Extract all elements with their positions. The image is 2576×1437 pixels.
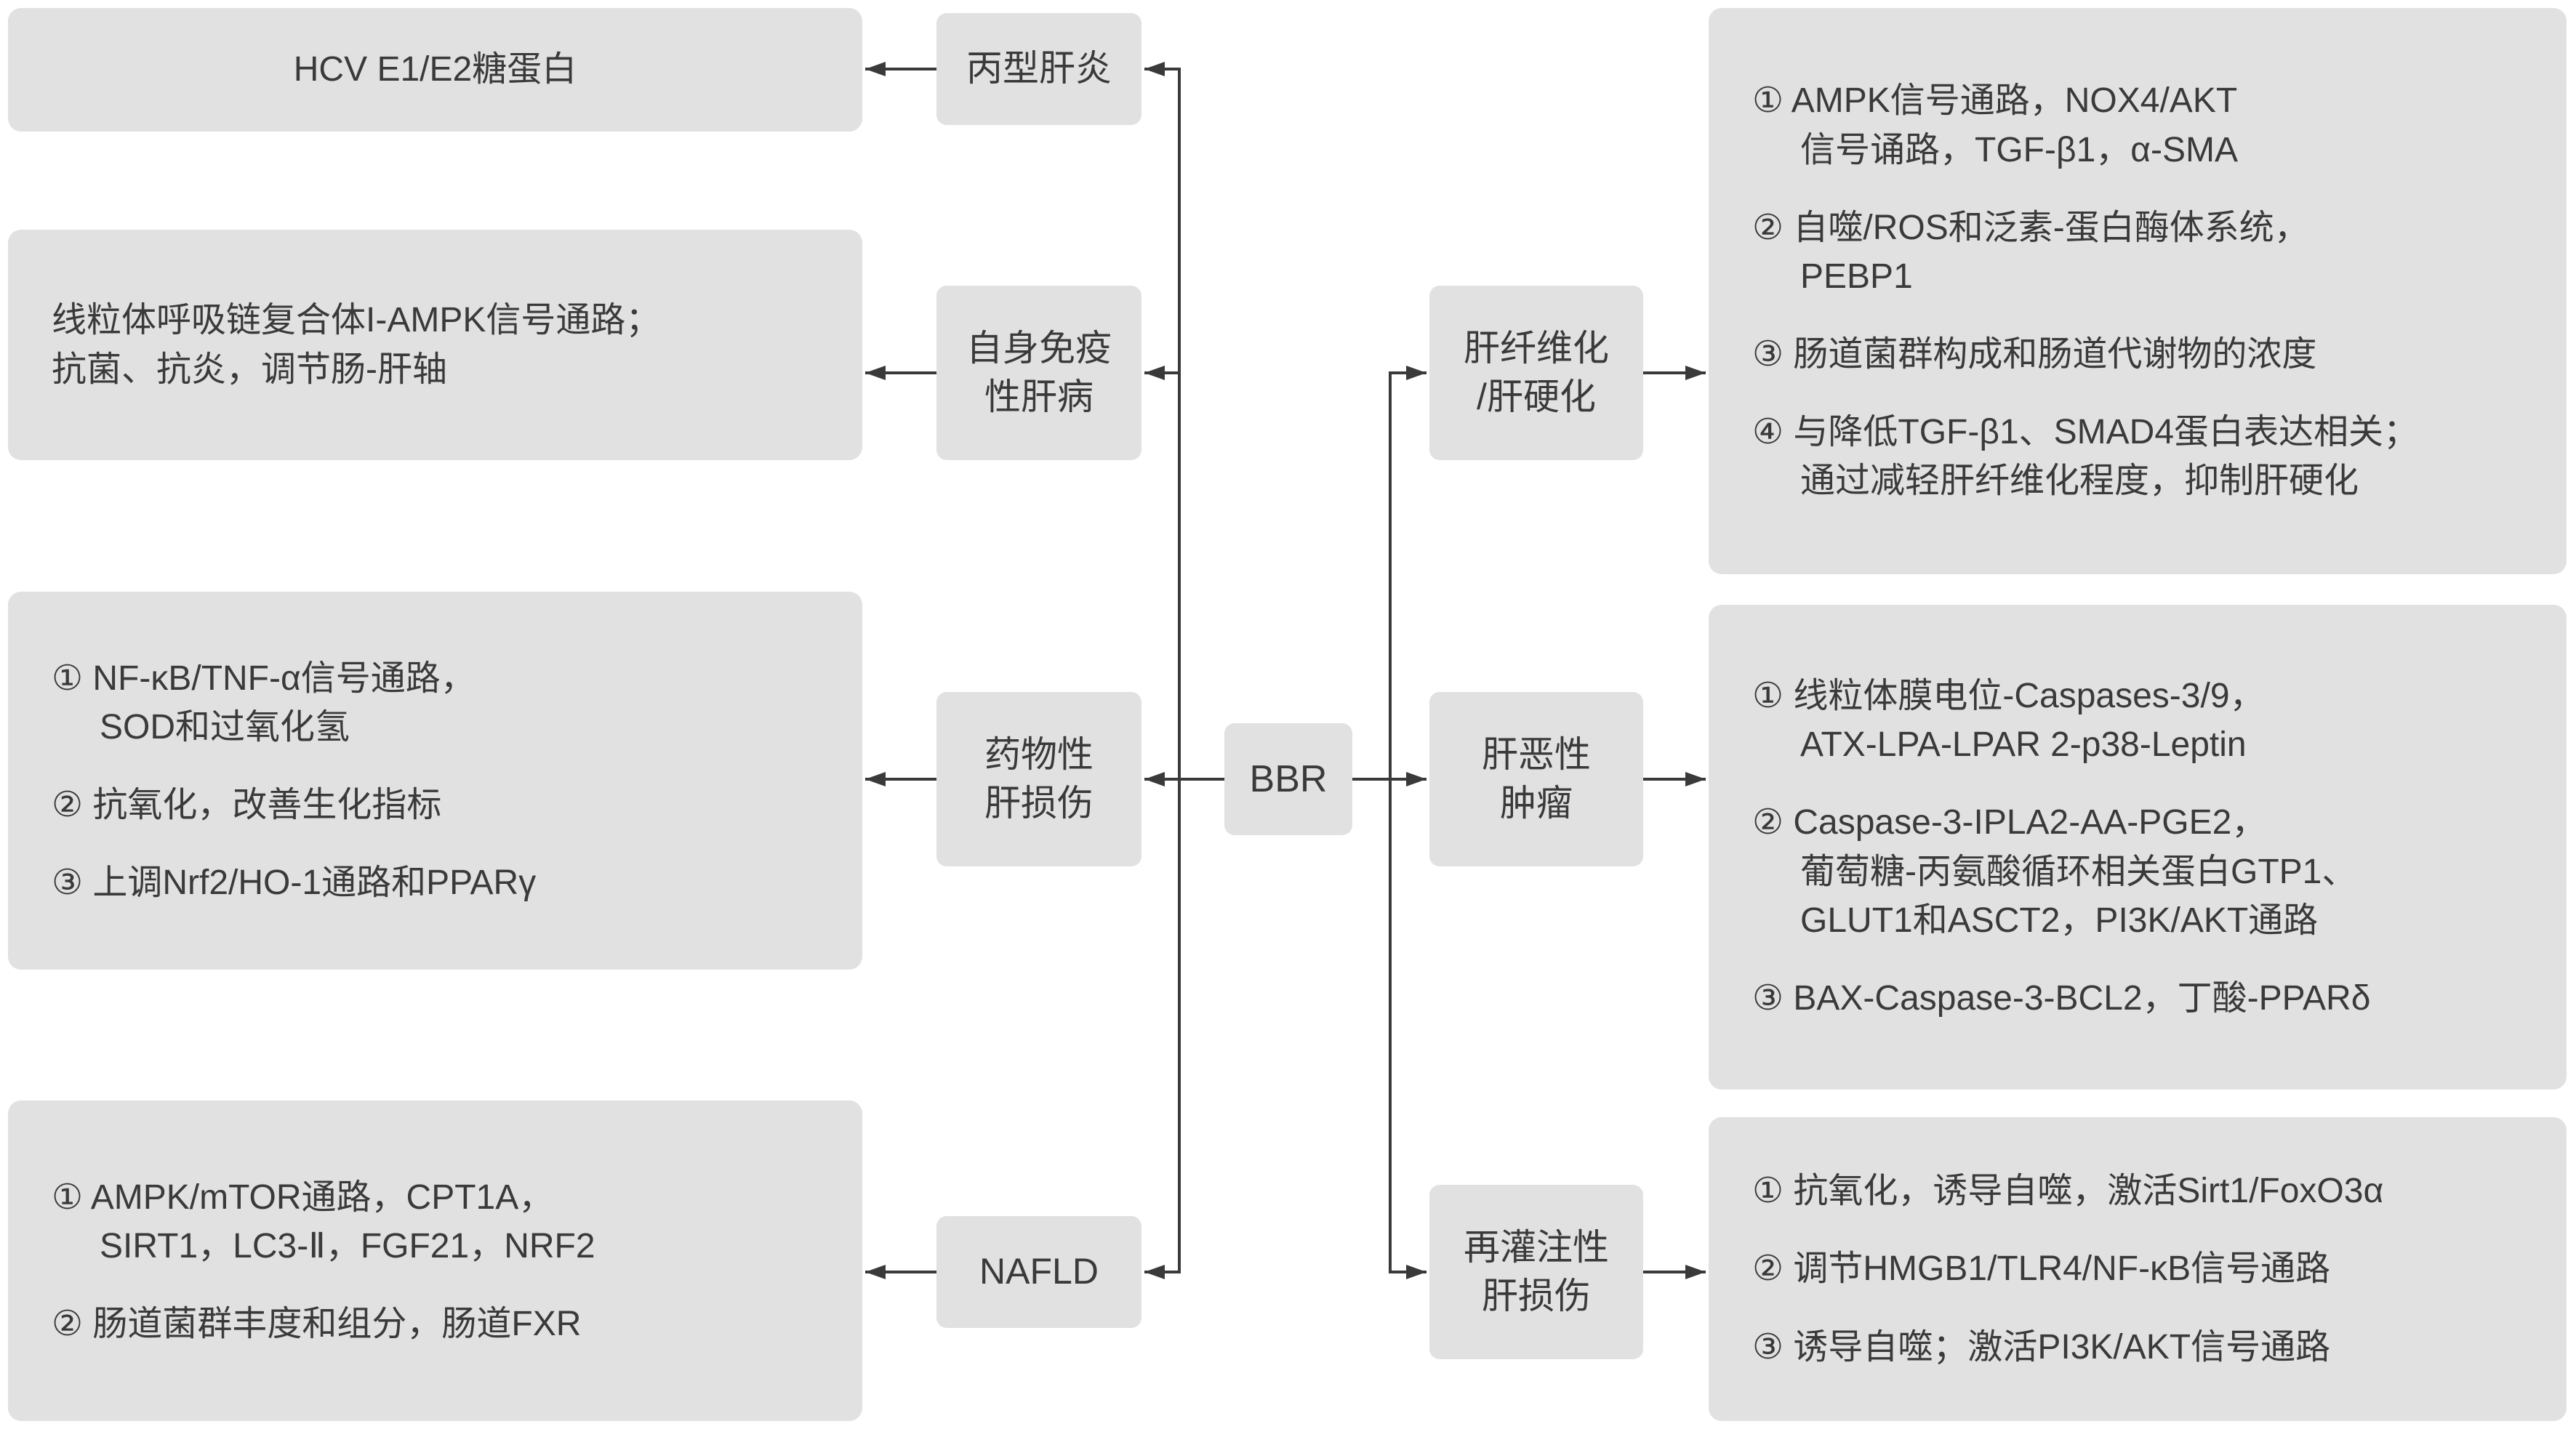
disease-node-autoimmune: 自身免疫 性肝病: [936, 286, 1141, 460]
mechanism-line: HCV E1/E2糖蛋白: [293, 50, 577, 89]
bbr-label: BBR: [1249, 757, 1328, 800]
mechanism-box-hcv: HCV E1/E2糖蛋白: [8, 8, 862, 132]
mechanism-line: 线粒体呼吸链复合体I-AMPK信号通路；: [52, 301, 661, 340]
disease-node-hepatitis-c: 丙型肝炎: [936, 13, 1141, 125]
mechanism-line: SOD和过氧化氢: [100, 707, 350, 746]
disease-node-liver-cancer: 肝恶性 肿瘤: [1429, 692, 1643, 866]
mechanism-line: ③ 肠道菌群构成和肠道代谢物的浓度: [1752, 335, 2317, 374]
mechanism-line: 葡萄糖-丙氨酸循环相关蛋白GTP1、: [1800, 852, 2357, 891]
disease-label: 肝纤维化: [1464, 327, 1609, 369]
mechanism-box-reperfusion: ① 抗氧化，诱导自噬，激活Sirt1/FoxO3α ② 调节HMGB1/TLR4…: [1709, 1117, 2567, 1421]
mechanism-line: ① AMPK信号通路，NOX4/AKT: [1752, 81, 2238, 121]
mechanism-line: ② 肠道菌群丰度和组分，肠道FXR: [52, 1305, 582, 1344]
mechanism-line: ② Caspase-3-IPLA2-AA-PGE2，: [1752, 803, 2267, 842]
mechanism-line: ③ 诱导自噬；激活PI3K/AKT信号通路: [1752, 1327, 2331, 1366]
disease-label: 性肝病: [984, 377, 1094, 417]
mechanism-box-liver-cancer: ① 线粒体膜电位-Caspases-3/9， ATX-LPA-LPAR 2-p3…: [1709, 605, 2567, 1090]
mechanism-box-autoimmune: 线粒体呼吸链复合体I-AMPK信号通路； 抗菌、抗炎，调节肠-肝轴: [8, 230, 862, 460]
mechanism-line: 抗菌、抗炎，调节肠-肝轴: [52, 350, 447, 389]
disease-label: /肝硬化: [1477, 377, 1596, 417]
mechanism-line: GLUT1和ASCT2，PI3K/AKT通路: [1800, 901, 2319, 940]
disease-label: 肿瘤: [1500, 783, 1573, 824]
mechanism-line: ② 调节HMGB1/TLR4/NF-κB信号通路: [1752, 1249, 2331, 1289]
mechanism-line: PEBP1: [1800, 257, 1913, 296]
mechanism-line: ② 抗氧化，改善生化指标: [52, 786, 442, 824]
mechanism-box-nafld: ① AMPK/mTOR通路，CPT1A， SIRT1，LC3-Ⅱ，FGF21，N…: [8, 1100, 862, 1421]
mechanism-box-dili: ① NF-κB/TNF-α信号通路， SOD和过氧化氢 ② 抗氧化，改善生化指标…: [8, 592, 862, 970]
disease-label: 肝损伤: [984, 783, 1094, 824]
mechanism-line: ① 线粒体膜电位-Caspases-3/9，: [1752, 676, 2265, 715]
bbr-node: BBR: [1224, 723, 1352, 835]
mechanism-line: ② 自噬/ROS和泛素-蛋白酶体系统，: [1752, 208, 2309, 247]
mechanism-line: ① 抗氧化，诱导自噬，激活Sirt1/FoxO3α: [1752, 1172, 2384, 1211]
mechanism-box-fibrosis: ① AMPK信号通路，NOX4/AKT 信号诵路，TGF-β1，α-SMA ② …: [1709, 8, 2567, 574]
disease-label: 药物性: [984, 733, 1094, 775]
disease-node-nafld: NAFLD: [936, 1216, 1141, 1328]
disease-label: 肝损伤: [1482, 1276, 1591, 1316]
disease-label: 再灌注性: [1464, 1226, 1609, 1268]
disease-label: NAFLD: [979, 1251, 1099, 1292]
mechanism-line: ③ 上调Nrf2/HO-1通路和PPARγ: [52, 864, 537, 903]
mechanism-line: ④ 与降低TGF-β1、SMAD4蛋白表达相关；: [1752, 413, 2419, 452]
mechanism-line: 信号诵路，TGF-β1，α-SMA: [1800, 130, 2239, 169]
disease-node-fibrosis: 肝纤维化 /肝硬化: [1429, 286, 1643, 460]
mechanism-line: ATX-LPA-LPAR 2-p38-Leptin: [1800, 725, 2247, 765]
disease-label: 肝恶性: [1482, 733, 1591, 775]
disease-node-reperfusion: 再灌注性 肝损伤: [1429, 1185, 1643, 1359]
mechanism-line: ① AMPK/mTOR通路，CPT1A，: [52, 1178, 554, 1217]
mechanism-line: SIRT1，LC3-Ⅱ，FGF21，NRF2: [100, 1226, 595, 1265]
mechanism-line: ③ BAX-Caspase-3-BCL2，丁酸-PPARδ: [1752, 978, 2371, 1018]
mechanism-line: 通过减轻肝纤维化程度，抑制肝硬化: [1800, 462, 2359, 501]
disease-label: 丙型肝炎: [966, 48, 1112, 89]
mechanism-line: ① NF-κB/TNF-α信号通路，: [52, 659, 476, 698]
disease-node-dili: 药物性 肝损伤: [936, 692, 1141, 866]
disease-label: 自身免疫: [966, 327, 1112, 369]
